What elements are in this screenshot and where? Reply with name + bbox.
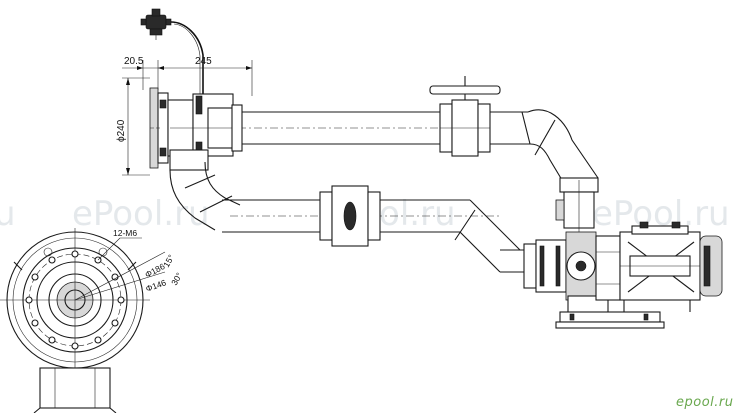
dimension-angle-2: 30°: [169, 271, 184, 287]
dimension-diameter-label: ϕ240: [116, 119, 127, 142]
control-button-assembly: [140, 8, 204, 96]
upper-pipe: [231, 104, 440, 152]
lower-pipe-right: [380, 199, 525, 273]
front-view-dimensions: 12-M6 Φ186 Φ146 15° 30°: [74, 228, 184, 301]
wall-fitting-side: [149, 87, 240, 171]
pump-motor: [619, 221, 723, 312]
pump-base: [555, 311, 665, 329]
dimension-bolts: 12-M6: [113, 228, 137, 238]
dimension-offset: 20.5: [124, 56, 144, 67]
watermark-1: ePool.ru: [72, 194, 210, 234]
lower-valve: [319, 185, 381, 247]
dimension-top: 20.5 245: [122, 56, 253, 96]
dimension-diameter: ϕ240: [116, 77, 150, 176]
pump-inlet-vertical: [555, 177, 599, 240]
upper-pipe-right: [490, 109, 599, 186]
pump-body: [523, 231, 621, 317]
dimension-length: 245: [195, 56, 212, 67]
lower-elbow: [169, 161, 241, 231]
upper-valve: [429, 76, 501, 157]
watermark-left: u: [0, 194, 16, 234]
brand-logo: epool.ru: [676, 395, 734, 410]
